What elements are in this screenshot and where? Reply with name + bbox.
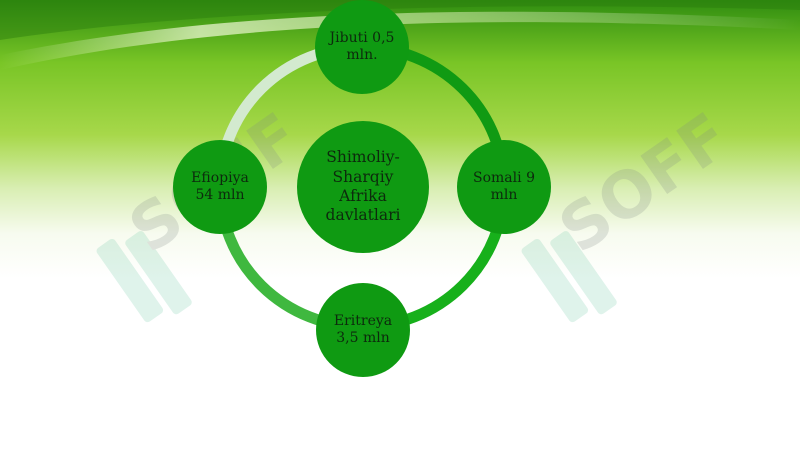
node-somali-line-2: mln: [490, 187, 518, 203]
center-line-2: Sharqiy: [332, 167, 394, 186]
node-jibuti-line-1: Jibuti 0,5: [329, 29, 395, 46]
node-jibuti: Jibuti 0,5 mln.: [315, 0, 409, 94]
node-somali: Somali 9 mln: [457, 140, 551, 234]
center-line-1: Shimoliy-: [326, 148, 400, 167]
node-eritreya-line-1: Eritreya: [333, 312, 393, 329]
node-somali-line-1: Somali 9: [473, 169, 535, 186]
center-node: Shimoliy- Sharqiy Afrika davlatlari: [297, 121, 429, 253]
node-eritreya-line-2: 3,5 mln: [336, 330, 390, 346]
center-line-4: davlatlari: [325, 206, 401, 225]
node-jibuti-line-2: mln.: [346, 47, 378, 63]
node-efiopiya-line-2: 54 mln: [195, 187, 245, 203]
node-efiopiya: Efiopiya 54 mln: [173, 140, 267, 234]
node-efiopiya-line-1: Efiopiya: [191, 169, 249, 186]
node-eritreya: Eritreya 3,5 mln: [316, 283, 410, 377]
center-line-3: Afrika: [339, 187, 387, 205]
